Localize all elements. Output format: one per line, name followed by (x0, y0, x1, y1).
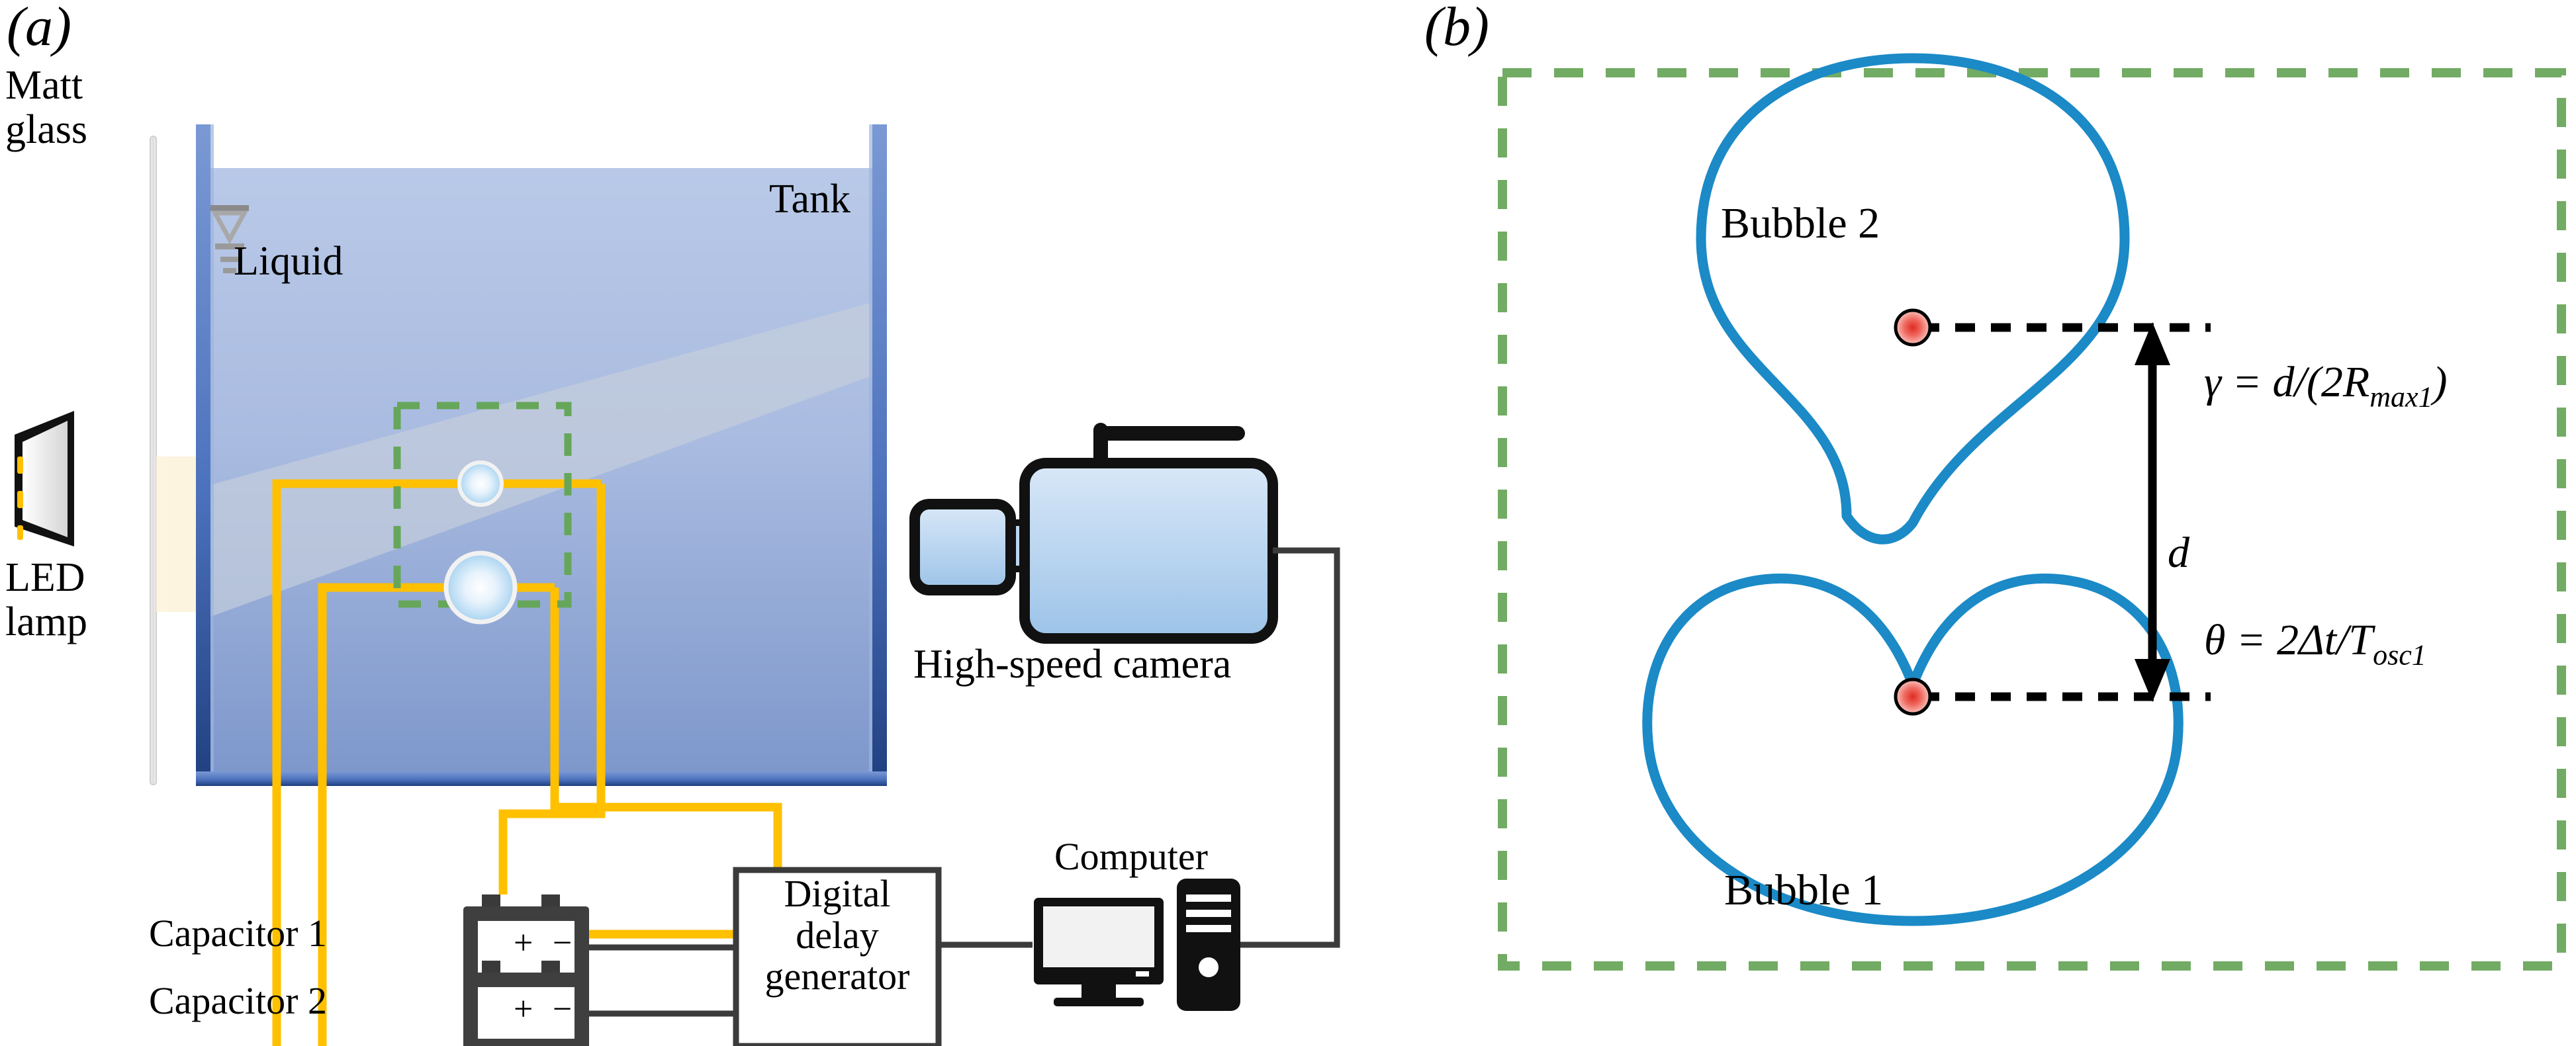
led-panel-icon (15, 411, 74, 546)
digital-delay-generator-box (733, 867, 942, 1046)
water-level-symbol (210, 205, 249, 273)
panel-b-tag: (b) (1424, 0, 1489, 58)
label-matt-glass: Matt glass (5, 63, 87, 152)
label-capacitor-2: Capacitor 2 (149, 979, 327, 1022)
panel-b-graphics (1498, 53, 2566, 971)
capacitor-2-negative: − (553, 990, 573, 1028)
capacitor-1-positive: + (514, 924, 533, 962)
label-digital-delay-generator: Digital delay generator (764, 872, 910, 998)
capacitor-signal-wires (589, 944, 736, 1017)
tank-icon (196, 124, 887, 786)
label-bubble-2: Bubble 2 (1721, 199, 1880, 247)
bubble-1-outline (1642, 573, 2184, 926)
capacitor-2-positive: + (514, 990, 533, 1028)
label-tank: Tank (769, 177, 851, 222)
label-capacitor-1: Capacitor 1 (149, 912, 327, 955)
computer-tower-icon (1177, 879, 1240, 1011)
equation-gamma-subscript: max1 (2369, 380, 2433, 414)
high-speed-camera-icon (909, 423, 1278, 644)
label-distance-d: d (2168, 529, 2189, 577)
equation-theta: θ = 2Δt/Tosc1 (2204, 615, 2426, 672)
panel-a-tag: (a) (7, 0, 71, 58)
bubble-center-marker-2-icon (1894, 308, 1932, 347)
label-high-speed-camera: High-speed camera (913, 642, 1232, 687)
double-arrow-icon (2135, 322, 2170, 702)
bubble-lower-icon (443, 550, 518, 625)
capacitor-2-icon (463, 961, 589, 1046)
equation-theta-main: θ = 2Δt/T (2204, 616, 2373, 664)
camera-signal-cable (1262, 547, 1340, 948)
label-bubble-1: Bubble 1 (1724, 866, 1884, 914)
bubble-center-marker-1-icon (1894, 677, 1932, 716)
equation-gamma: γ = d/(2Rmax1) (2204, 357, 2447, 414)
bubble-upper-icon (457, 460, 504, 507)
equation-theta-subscript: osc1 (2373, 638, 2426, 672)
matt-glass-plate-icon (150, 136, 157, 785)
computer-monitor-icon (1034, 898, 1164, 1006)
capacitor-1-negative: − (553, 924, 573, 962)
roi-dashed-frame (1498, 68, 2566, 971)
equation-gamma-tail: ) (2432, 358, 2448, 406)
label-computer: Computer (1054, 835, 1208, 878)
label-led-lamp: LED lamp (5, 555, 87, 644)
label-liquid: Liquid (234, 239, 344, 284)
equation-gamma-main: γ = d/(2R (2204, 358, 2370, 406)
panel-a-graphics (15, 124, 1340, 1046)
bubble-2-outline (1696, 53, 2130, 545)
